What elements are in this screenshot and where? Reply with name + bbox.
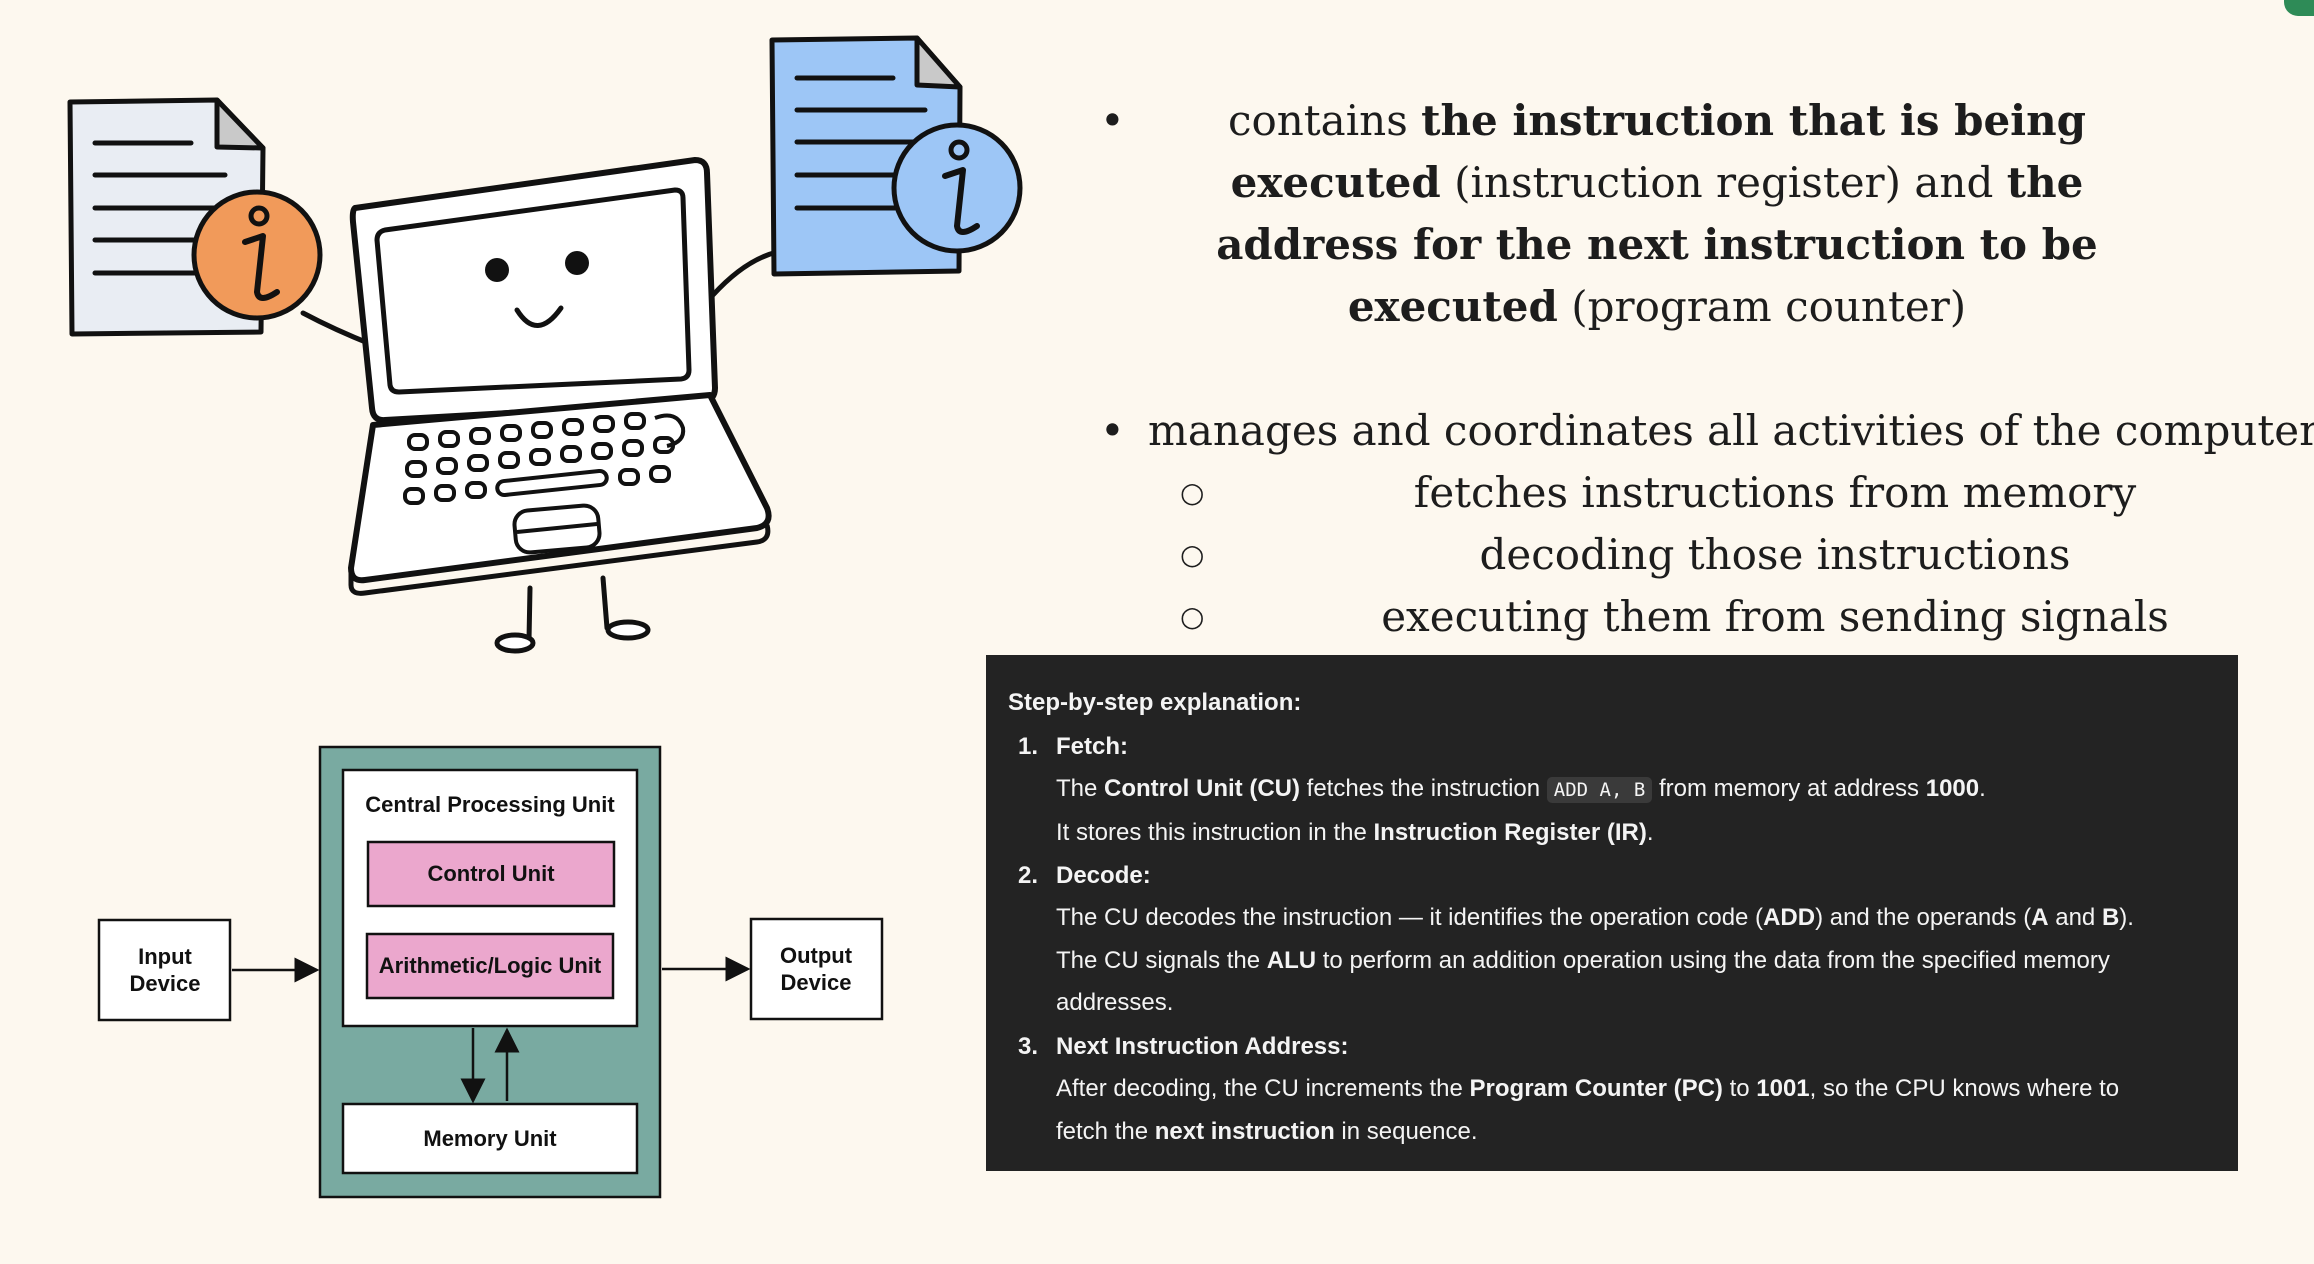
output-device-box: Output Device (749, 917, 884, 1021)
sub-bullet-text: executing them from sending signals (1381, 592, 2169, 641)
text-segment: , so the CPU knows where to (1809, 1074, 2120, 1102)
step-title: Decode: (1056, 862, 1151, 890)
text-segment: from memory at address (1652, 775, 1926, 802)
step-line: addresses. (1056, 989, 1174, 1017)
sub-bullet-item: ○ fetches instructions from memory (1100, 462, 2300, 524)
step-fetch: 1. Fetch: The Control Unit (CU) fetches … (1008, 725, 2216, 854)
output-device-label: Device (781, 970, 852, 995)
cpu-block-diagram: Input Device Central Processing Unit Con… (97, 745, 884, 1199)
text-segment: The (1056, 775, 1105, 802)
right-eye (565, 251, 589, 275)
step-line: fetch the next instruction in sequence. (1056, 1111, 2216, 1154)
explanation-heading: Step-by-step explanation: (1008, 689, 1302, 716)
sub-bullet-circle: ○ (1180, 476, 1205, 509)
inline-code: ADD A, B (1546, 777, 1653, 803)
step-line: The CU decodes the instruction — it iden… (1056, 897, 2216, 940)
text-segment-bold: the instruction that is being executed (1230, 96, 2087, 207)
corner-badge (2284, 0, 2314, 16)
text-segment-bold: 1000 (1925, 775, 1980, 802)
text-segment: fetch the (1056, 1117, 1155, 1145)
input-device-label: Input (138, 944, 192, 969)
sub-bullet-text: fetches instructions from memory (1413, 468, 2137, 517)
control-unit-label: Control Unit (427, 861, 555, 886)
alu-label: Arithmetic/Logic Unit (379, 953, 602, 978)
text-segment-bold: ADD (1763, 904, 1816, 932)
text-segment: The CU decodes the instruction — it iden… (1056, 904, 1764, 932)
bullet-dot: • (1100, 406, 1125, 455)
text-segment-bold: the address for the next instruction to … (1216, 158, 2098, 331)
laptop-legs (494, 575, 651, 654)
left-info-icon (191, 189, 323, 321)
text-segment: and (2048, 904, 2102, 932)
text-segment: . (1646, 818, 1654, 846)
text-segment: It stores this instruction in the (1056, 818, 1374, 846)
step-decode: 2. Decode: The CU decodes the instructio… (1008, 854, 2216, 1025)
sub-bullet-item: ○ decoding those instructions (1100, 524, 2300, 586)
text-segment-bold: ALU (1266, 946, 1317, 974)
explanation-panel: Step-by-step explanation: 1. Fetch: The … (986, 655, 2238, 1171)
text-segment: The CU signals the (1056, 946, 1267, 974)
text-segment: fetches the instruction (1299, 775, 1547, 802)
text-segment: (instruction register) and (1440, 158, 2007, 207)
bullet-item-control-unit: • manages and coordinates all activities… (1100, 400, 2314, 462)
text-segment: contains (1227, 96, 1422, 145)
bullet-item-cpu-registers: • contains the instruction that is being… (1100, 90, 2300, 338)
step-line: It stores this instruction in the Instru… (1056, 812, 2216, 855)
right-info-icon (891, 122, 1023, 254)
sub-bullet-circle: ○ (1180, 538, 1205, 571)
left-eye (485, 258, 509, 282)
bullet-text: manages and coordinates all activities o… (1148, 406, 2314, 455)
input-device-label: Device (130, 971, 201, 996)
text-segment: ). (2119, 904, 2134, 932)
text-segment-bold: Control Unit (CU) (1104, 775, 1300, 802)
text-segment: in sequence. (1334, 1117, 1478, 1145)
sub-bullet-item: ○ executing them from sending signals (1100, 586, 2300, 648)
text-segment: ) and the operands ( (1815, 904, 2032, 932)
sub-bullet-circle: ○ (1180, 600, 1205, 633)
text-segment-bold: A (2031, 904, 2049, 932)
text-segment-bold: next instruction (1154, 1117, 1335, 1145)
text-segment-bold: Program Counter (PC) (1469, 1074, 1723, 1102)
step-line: The Control Unit (CU) fetches the instru… (1056, 768, 2216, 812)
step-number: 2. (1018, 862, 1039, 890)
step-line: After decoding, the CU increments the Pr… (1056, 1068, 2216, 1111)
memory-unit-box: Memory Unit (341, 1102, 639, 1175)
laptop-screen (349, 157, 718, 424)
step-line: The CU signals the ALU to perform an add… (1056, 940, 2216, 983)
laptop-keyboard (348, 392, 772, 596)
sub-bullet-text: decoding those instructions (1479, 530, 2071, 579)
text-segment: to perform an addition operation using t… (1316, 946, 2110, 974)
alu-box: Arithmetic/Logic Unit (365, 932, 615, 1000)
text-segment: . (1979, 775, 1986, 802)
step-title: Next Instruction Address: (1056, 1032, 1349, 1060)
input-device-box: Input Device (97, 918, 232, 1022)
text-segment: to (1722, 1074, 1757, 1102)
laptop-illustration (67, 35, 1023, 654)
memory-unit-label: Memory Unit (423, 1126, 557, 1151)
right-arm (710, 249, 780, 298)
bullet-list: • contains the instruction that is being… (1100, 90, 2314, 648)
cpu-title: Central Processing Unit (365, 792, 615, 817)
text-segment-bold: B (2101, 904, 2120, 932)
text-segment-bold: 1001 (1756, 1074, 1810, 1102)
output-device-label: Output (780, 943, 853, 968)
step-number: 3. (1018, 1032, 1039, 1060)
control-unit-box: Control Unit (366, 840, 616, 908)
step-number: 1. (1018, 733, 1039, 760)
smile (514, 305, 564, 328)
step-title: Fetch: (1056, 733, 1128, 760)
bullet-dot: • (1100, 96, 1125, 145)
text-segment: After decoding, the CU increments the (1056, 1074, 1470, 1102)
text-segment-bold: Instruction Register (IR) (1373, 818, 1647, 846)
bullet-text: contains the instruction that is being e… (1152, 90, 2162, 338)
step-next-instruction: 3. Next Instruction Address: After decod… (1008, 1025, 2216, 1153)
text-segment: (program counter) (1557, 282, 1967, 331)
